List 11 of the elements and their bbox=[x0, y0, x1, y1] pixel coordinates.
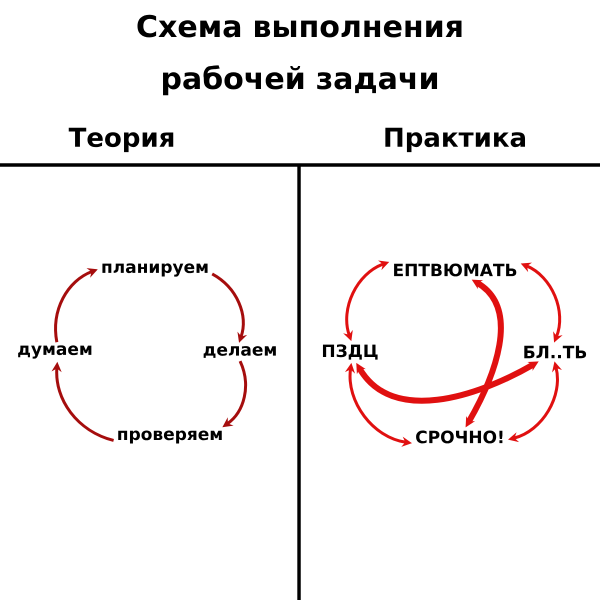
word-label: ПЗДЦ bbox=[322, 344, 378, 360]
word-label: СРОЧНО! bbox=[416, 430, 502, 444]
word-label: планируем bbox=[102, 263, 208, 277]
word-label: проверяем bbox=[118, 430, 222, 444]
word-label: думаем bbox=[18, 345, 92, 359]
title: Схема выполнения рабочей задачи bbox=[138, 14, 462, 96]
word-label: ЕПТВЮМАТЬ bbox=[394, 264, 516, 276]
word-label: делаем bbox=[204, 346, 276, 358]
word-label: БЛ..ТЬ bbox=[524, 346, 586, 358]
column-heading: Теория bbox=[68, 128, 174, 152]
column-heading: Практика bbox=[385, 128, 526, 152]
